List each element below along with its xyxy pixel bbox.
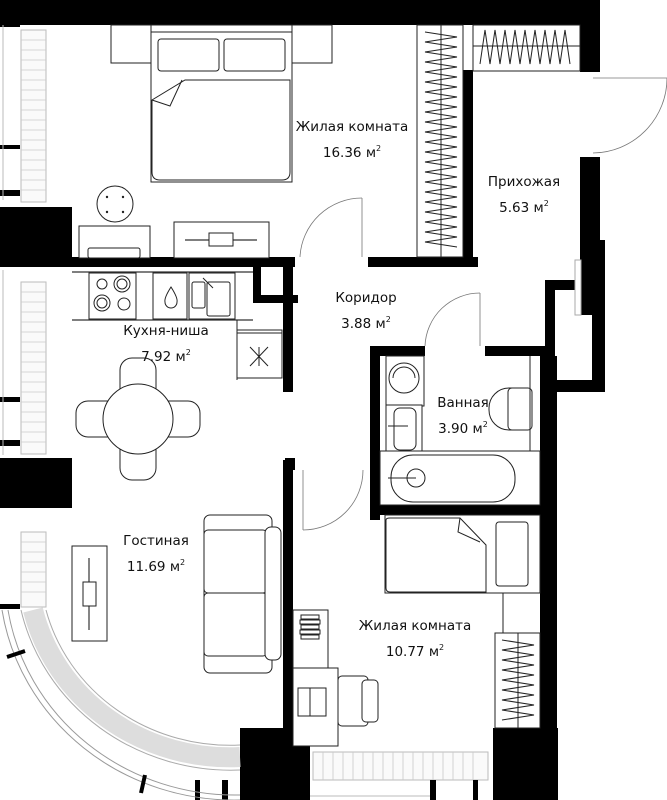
bathroom-fixtures bbox=[379, 355, 541, 506]
bedroom-2-furniture bbox=[292, 514, 541, 747]
room-area: 5.63 м2 bbox=[499, 199, 549, 216]
kitchen-furniture bbox=[72, 271, 283, 481]
room-area: 3.90 м2 bbox=[438, 420, 488, 437]
room-name: Ванная bbox=[437, 395, 489, 411]
room-label-bathroom: Ванная 3.90 м2 bbox=[437, 392, 489, 440]
room-name: Гостиная bbox=[123, 533, 189, 549]
room-name: Коридор bbox=[335, 290, 397, 306]
room-label-bedroom-1: Жилая комната 16.36 м2 bbox=[296, 116, 408, 164]
room-area: 16.36 м2 bbox=[322, 144, 382, 161]
room-name: Прихожая bbox=[487, 174, 561, 190]
room-label-living-room: Гостиная 11.69 м2 bbox=[123, 530, 189, 578]
bedroom-1-furniture bbox=[78, 24, 581, 259]
doors bbox=[299, 77, 667, 531]
walls bbox=[0, 0, 605, 800]
room-area: 11.69 м2 bbox=[126, 558, 186, 575]
room-name: Кухня-ниша bbox=[123, 323, 209, 339]
room-label-kitchen-niche: Кухня-ниша 7.92 м2 bbox=[123, 320, 209, 368]
windows bbox=[0, 25, 582, 800]
room-name: Жилая комната bbox=[358, 618, 472, 634]
living-room-furniture bbox=[71, 514, 282, 674]
room-label-corridor: Коридор 3.88 м2 bbox=[335, 287, 396, 335]
room-area: 10.77 м2 bbox=[385, 643, 445, 660]
room-label-hallway: Прихожая 5.63 м2 bbox=[488, 171, 560, 219]
room-area: 7.92 м2 bbox=[141, 348, 191, 365]
room-name: Жилая комната bbox=[295, 119, 409, 135]
room-label-bedroom-2: Жилая комната 10.77 м2 bbox=[359, 615, 471, 663]
room-area: 3.88 м2 bbox=[341, 315, 391, 332]
